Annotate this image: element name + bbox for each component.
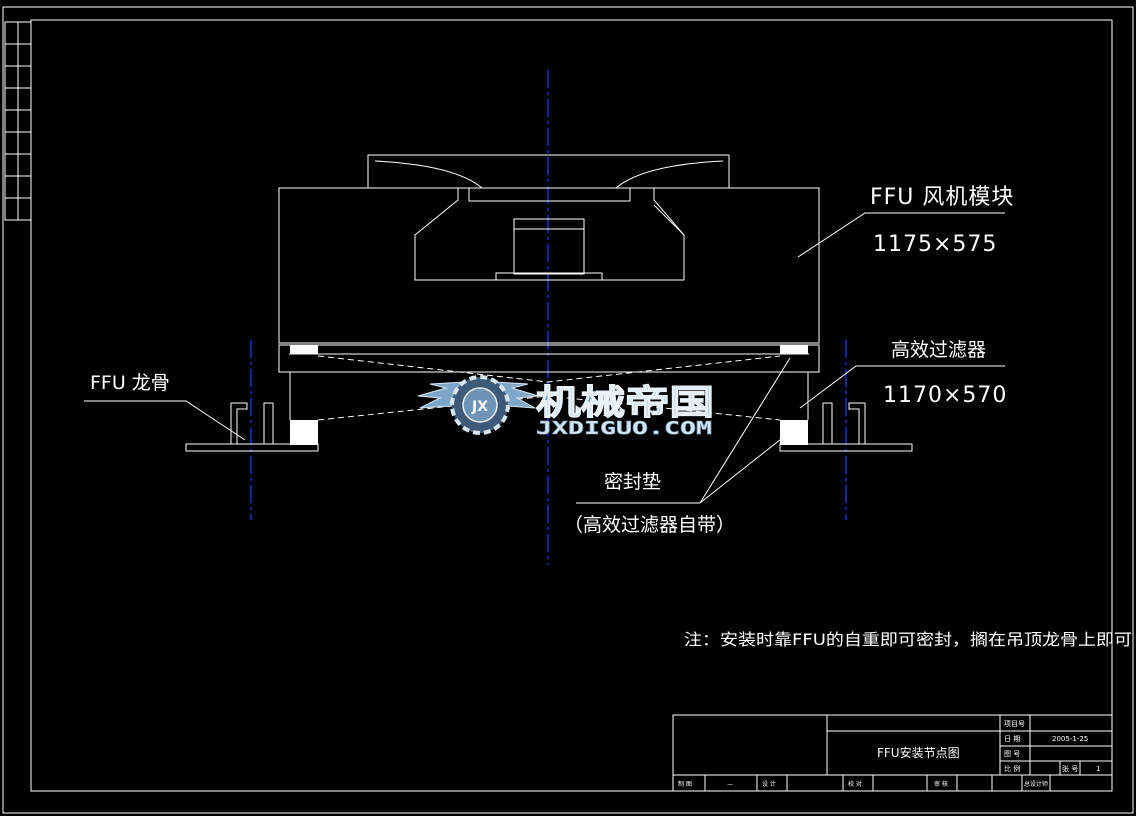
project-label: 项目号 [1004,720,1025,728]
keel-label: FFU 龙骨 [90,372,170,394]
drawing-name: FFU安装节点图 [877,745,960,760]
approve-label: 总设计师 [1024,780,1048,788]
gasket-label: 密封垫 [604,471,661,493]
title-block: FFU安装节点图 项目号 日 期 2005-1-25 图 号 比 例 张 号 1… [672,714,1113,792]
watermark-logo: JX 机械帝国 JXDIGUO.COM [417,375,715,439]
gasket-bottom-right [780,420,808,445]
leader-gasket-2 [699,431,791,504]
gasket-top-right [780,345,808,354]
fan-module [278,154,820,344]
gasket-bottom-left [290,420,318,445]
keel-left [185,402,319,452]
watermark-brand-en: JXDIGUO.COM [536,418,712,439]
outer-frame [2,6,1134,814]
filter-title: 高效过滤器 [891,339,986,361]
fan-module-title: FFU 风机模块 [870,185,1014,210]
leader-fan-module [797,212,1005,258]
fan-module-dim: 1175×575 [873,232,997,257]
keel-right [779,402,913,452]
leader-filter [799,365,1005,409]
drawn-value: — [727,781,733,788]
sheet-label: 张 号 [1062,764,1078,773]
drawn-label: 制 图 [678,780,692,788]
gasket-top-left [290,345,318,354]
filter-dim: 1170×570 [883,383,1007,408]
inner-frame [30,19,1113,792]
gasket-note: （高效过滤器自带） [564,514,735,536]
install-note: 注：安装时靠FFU的自重即可密封，搁在吊顶龙骨上即可 [684,630,1132,649]
leader-keel [84,400,246,441]
scale-label: 比 例 [1004,764,1020,773]
revision-strip [4,21,32,221]
design-label: 设 计 [762,780,776,788]
watermark-brand-cn: 机械帝国 [536,383,714,423]
check-label: 校 对 [848,780,862,788]
watermark-emblem: JX [471,399,488,415]
date-value: 2005-1-25 [1052,735,1088,743]
drawing-no-label: 图 号 [1004,750,1020,758]
date-label: 日 期 [1004,735,1020,743]
sheet-value: 1 [1096,765,1100,773]
review-label: 审 核 [934,780,948,788]
hepa-filter [278,344,820,445]
